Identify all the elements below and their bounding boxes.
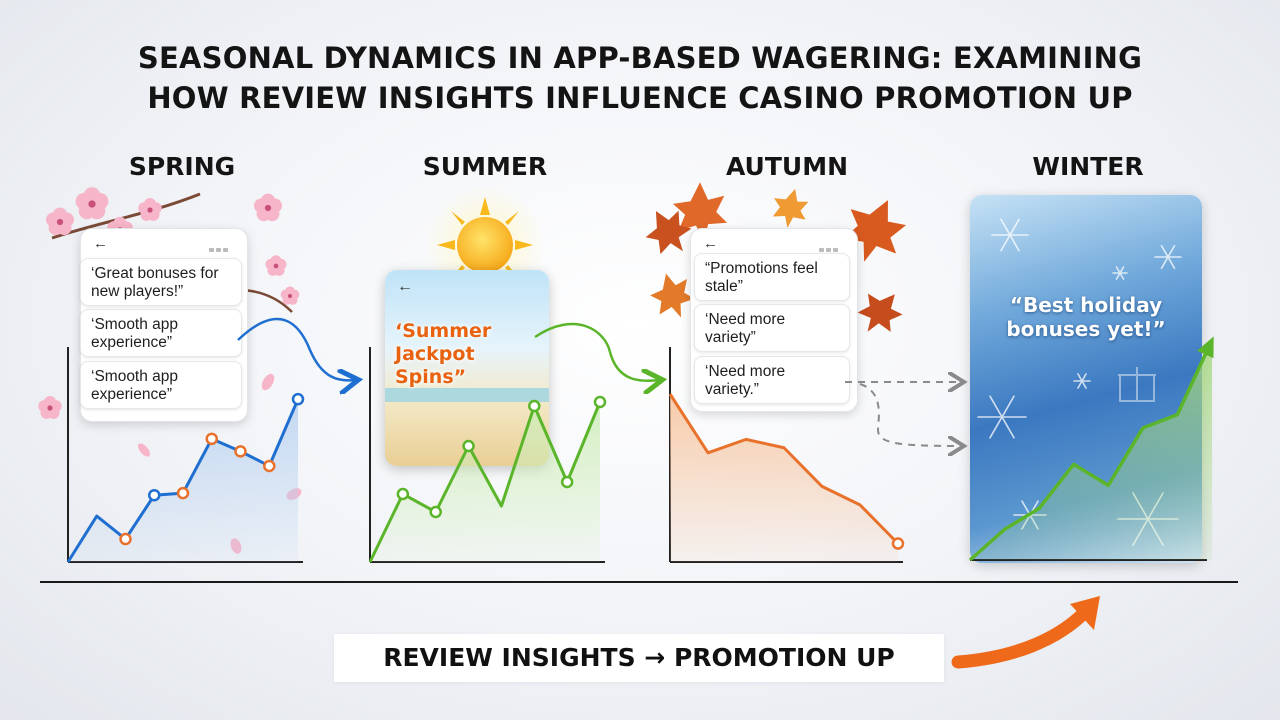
summer-point-3 <box>462 439 475 453</box>
season-label-winter: WINTER <box>1032 152 1144 181</box>
spring-point-8 <box>291 392 305 406</box>
back-arrow-icon[interactable]: ← <box>93 235 108 252</box>
gift-icon <box>1118 367 1156 402</box>
season-label-summer: SUMMER <box>422 152 548 181</box>
season-label-autumn: AUTUMN <box>725 152 849 181</box>
signal-icon <box>819 239 847 252</box>
summer-point-6 <box>560 475 574 489</box>
promotion-up-arrow-icon <box>951 596 1100 669</box>
bottom-label: REVIEW INSIGHTS → PROMOTION UP <box>334 634 944 682</box>
autumn-point-6 <box>891 537 905 550</box>
summer-point-1 <box>396 487 410 501</box>
spring-review-1: ‘Great bonuses for new players!” <box>80 258 242 306</box>
spring-point-7 <box>263 459 276 473</box>
summer-point-2 <box>429 505 442 519</box>
spring-point-4 <box>176 486 190 500</box>
autumn-series-line <box>668 393 900 545</box>
back-arrow-icon[interactable]: ← <box>703 235 718 252</box>
autumn-review-1: “Promotions feel stale” <box>694 253 850 301</box>
timeline-baseline <box>40 581 1238 583</box>
winter-quote: “Best holiday bonuses yet!” <box>1006 293 1166 341</box>
signal-icon <box>209 239 237 252</box>
season-label-spring: SPRING <box>128 152 236 181</box>
summer-promo-card: ← ‘Summer Jackpot Spins” <box>385 270 549 466</box>
spring-area <box>68 399 298 562</box>
spring-review-2: ‘Smooth app experience” <box>80 309 242 357</box>
spring-point-2 <box>119 532 132 546</box>
main-title: SEASONAL DYNAMICS IN APP-BASED WAGERING:… <box>0 38 1280 118</box>
autumn-review-3: ‘Need more variety.” <box>694 356 850 404</box>
spring-point-3 <box>148 488 161 502</box>
summer-promo-text: ‘Summer Jackpot Spins” <box>395 320 492 388</box>
spring-point-5 <box>205 432 218 446</box>
spring-review-3: ‘Smooth app experience” <box>80 361 242 409</box>
winter-arrowhead <box>1197 336 1214 359</box>
summer-area <box>370 402 600 562</box>
spring-point-6 <box>234 445 247 458</box>
winter-series-line <box>968 339 1214 562</box>
winter-area <box>970 340 1212 560</box>
summer-point-7 <box>593 395 607 409</box>
title-line-2: HOW REVIEW INSIGHTS INFLUENCE CASINO PRO… <box>147 81 1133 115</box>
title-line-1: SEASONAL DYNAMICS IN APP-BASED WAGERING:… <box>137 41 1143 75</box>
autumn-area <box>670 394 898 562</box>
autumn-review-2: ‘Need more variety” <box>694 304 850 352</box>
summer-point-5 <box>528 399 541 413</box>
back-arrow-icon[interactable]: ← <box>397 278 413 295</box>
